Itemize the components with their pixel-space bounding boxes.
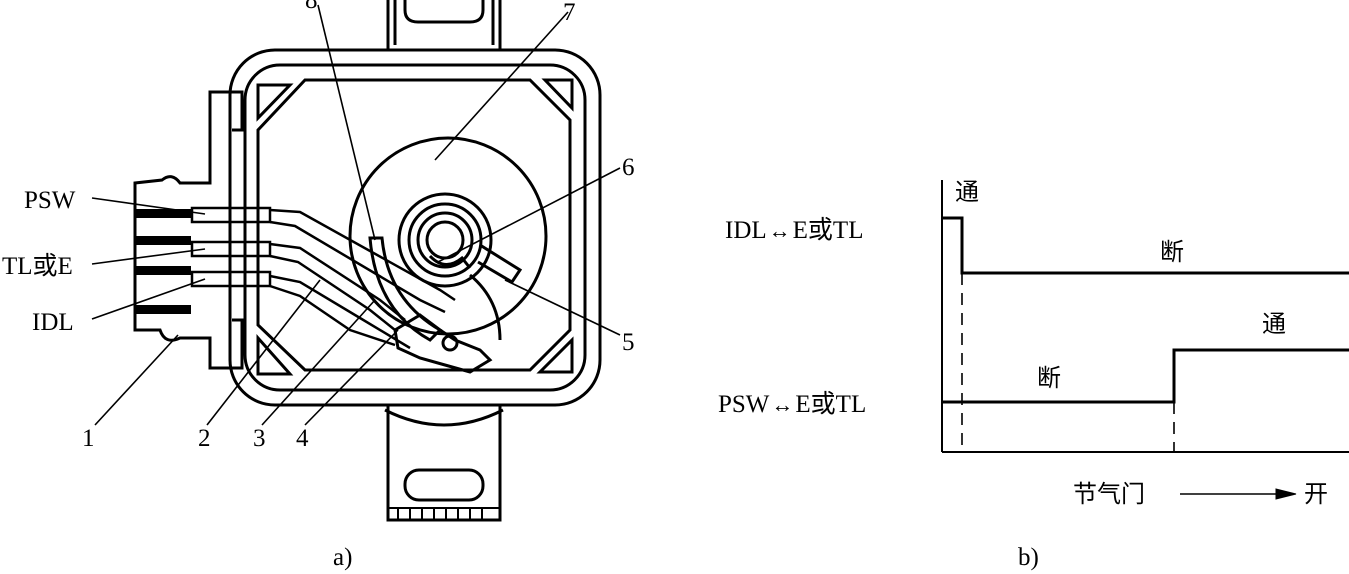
corner-bl [256,334,294,376]
callout-2: 2 [198,425,211,452]
terminal-blocks [190,206,272,288]
idl-state-on: 通 [955,178,979,206]
idl-signal-line [942,216,1349,275]
contact-strips [269,208,456,350]
bottom-slot [403,468,485,502]
rotor-disc [348,136,548,336]
sensor-diagram [133,0,602,522]
connector-clip-bottom [230,318,244,370]
idl-state-off: 断 [1160,238,1184,266]
label-psw: PSW [24,187,76,214]
signal-row-psw: PSW↔E或TL [718,392,866,417]
callout-3: 3 [253,425,266,452]
contact-assembly [393,313,493,374]
callout-7: 7 [563,0,576,26]
throttle-arrow-head [1275,488,1297,500]
contact-pivot [441,334,459,352]
connector-housing [133,90,230,370]
housing-inner [243,63,587,392]
callout-4: 4 [296,425,309,452]
double-arrow-icon: ↔ [768,218,791,243]
leader-4 [304,329,399,426]
signal-ref-psw: E或TL [795,391,867,418]
callout-1: 1 [82,425,95,452]
corner-tl [256,83,294,122]
throttle-label: 节气门 [1073,480,1145,508]
throttle-open-label: 开 [1304,480,1328,508]
leader-3 [261,299,376,426]
psw-state-off: 断 [1037,364,1061,392]
psw-signal-line [942,348,1349,404]
corner-tr [541,78,574,112]
corner-br [536,336,574,374]
contact-arm-2 [469,273,502,341]
shaft-ring-inner [416,211,474,269]
psw-state-on: 通 [1262,310,1286,338]
terminal-pins [136,209,191,314]
top-slot [403,0,485,24]
callout-8: 8 [305,0,318,14]
inner-chamber [256,78,572,372]
label-tl-or-e: TL或E [2,253,73,280]
leader-2 [206,279,321,426]
signal-name-idl: IDL [725,217,767,244]
bottom-hub [384,408,504,427]
caption-a: a) [333,544,353,571]
top-mount-tab [386,0,502,50]
shaft-key [428,254,472,269]
housing-outer [228,48,602,407]
callout-5: 5 [622,329,635,356]
signal-name-psw: PSW [718,391,770,418]
leader-tl-e [91,248,206,265]
leader-8 [317,4,376,241]
bottom-mount-tab [386,405,502,522]
guide-arc [368,236,443,342]
leader-lines [91,4,621,426]
shaft-ring-outer [397,192,493,288]
signal-row-idl: IDL↔E或TL [725,218,863,243]
leader-psw [91,197,206,215]
bottom-scale [388,507,500,520]
switch-chart [941,180,1349,500]
signal-ref-idl: E或TL [792,217,864,244]
double-arrow-icon: ↔ [771,392,794,417]
connector-clip-top [230,90,244,132]
caption-b: b) [1018,544,1039,571]
leader-7 [434,11,569,161]
leader-6 [437,167,621,263]
label-idl: IDL [32,309,74,336]
contact-arm [477,243,523,285]
leader-idl [91,278,206,320]
callout-6: 6 [622,154,635,181]
leader-5 [504,279,621,336]
leader-1 [94,334,179,426]
